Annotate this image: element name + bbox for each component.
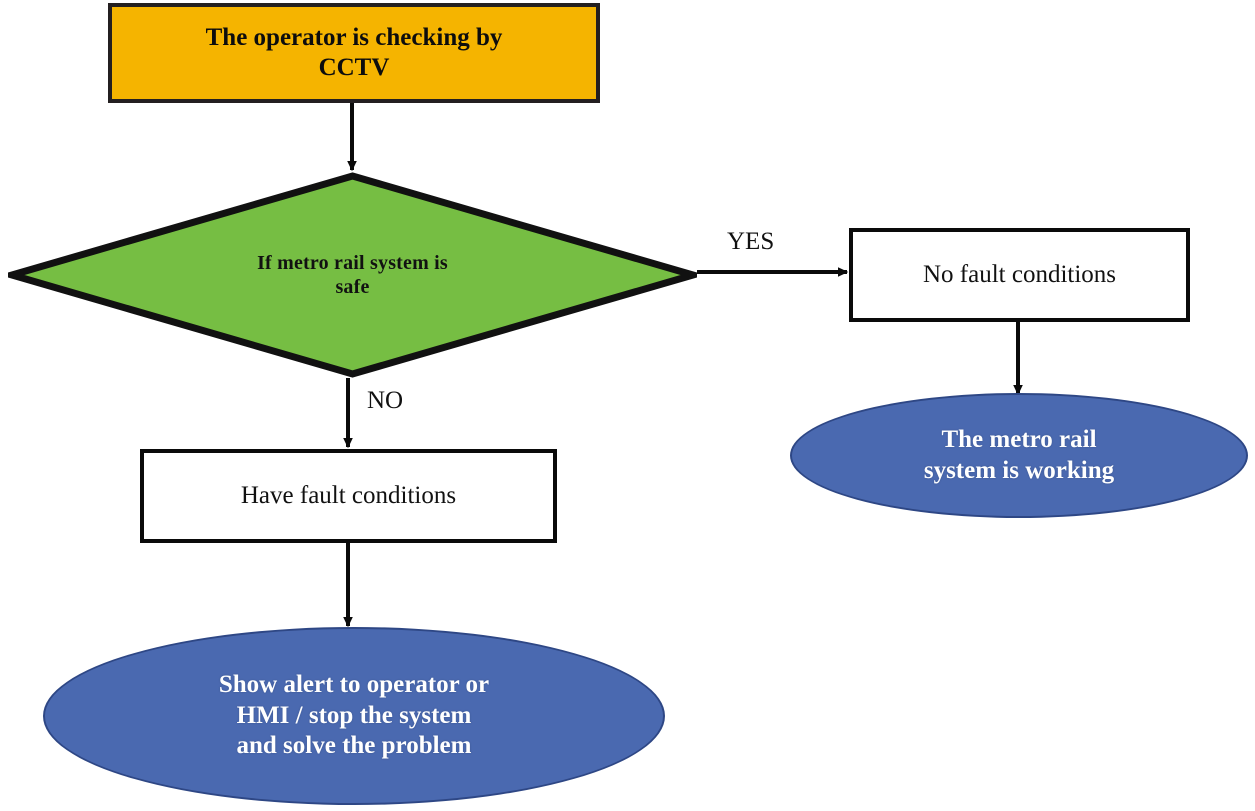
- edge-label-yes: YES: [727, 228, 775, 255]
- node-no-fault-label: No fault conditions: [922, 260, 1117, 288]
- node-system-working-label: The metro rail system is working: [923, 426, 1115, 484]
- node-system-working[interactable]: The metro rail system is working: [790, 393, 1248, 518]
- node-decision-label: If metro rail system is safe: [257, 251, 448, 298]
- node-have-fault-conditions[interactable]: Have fault conditions: [140, 449, 557, 543]
- edge-label-no: NO: [367, 387, 404, 414]
- node-no-fault-conditions[interactable]: No fault conditions: [849, 228, 1190, 322]
- node-start-operator-checking[interactable]: The operator is checking by CCTV: [108, 3, 600, 103]
- node-decision-system-safe[interactable]: If metro rail system is safe: [8, 172, 697, 378]
- node-show-alert-label: Show alert to operator or HMI / stop the…: [218, 671, 490, 760]
- node-have-fault-label: Have fault conditions: [240, 481, 457, 509]
- node-show-alert[interactable]: Show alert to operator or HMI / stop the…: [43, 627, 665, 805]
- node-start-label: The operator is checking by CCTV: [205, 23, 503, 82]
- diamond-shape: [8, 172, 697, 378]
